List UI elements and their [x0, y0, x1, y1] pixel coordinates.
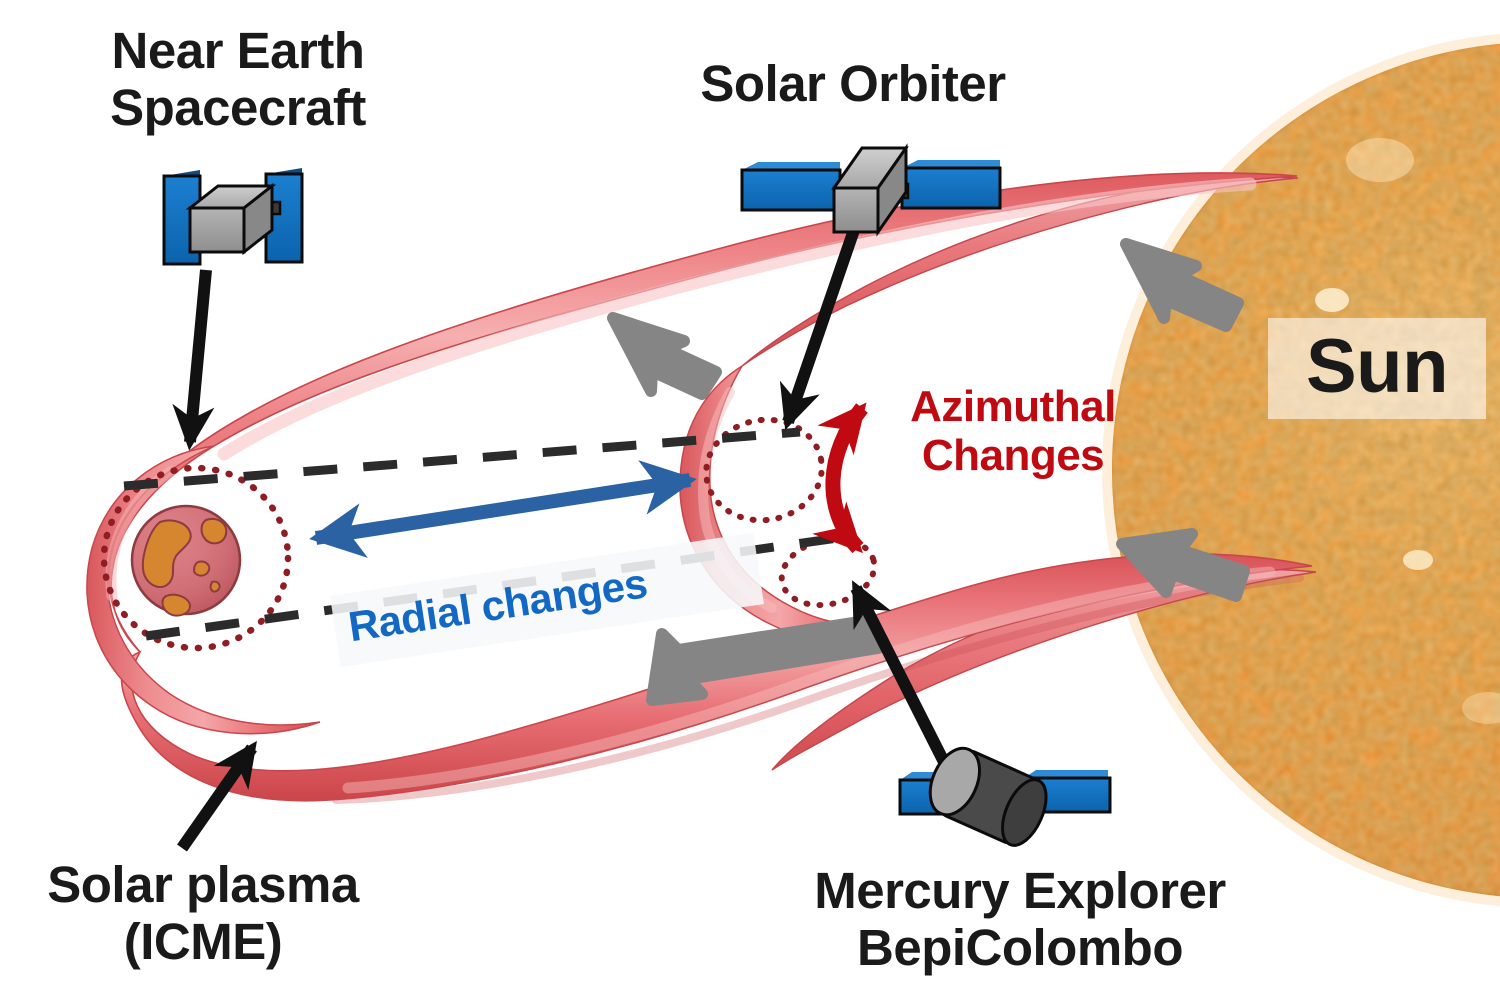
label-mercury-explorer-bepicolombo: Mercury Explorer BepiColombo	[814, 862, 1226, 977]
spacecraft-near-earth[interactable]	[162, 168, 304, 266]
near-earth-pointer	[172, 269, 215, 451]
label-azimuthal-changes: Azimuthal Changes	[910, 382, 1116, 481]
icme-shadow-lower	[332, 574, 1304, 804]
solar-wind-arrow-1	[607, 312, 722, 400]
label-near-earth-spacecraft: Near Earth Spacecraft	[110, 22, 366, 137]
solar-orbiter-panel-right	[900, 166, 1002, 210]
earth-group	[130, 504, 242, 617]
solar-orbiter-panel-left	[740, 168, 842, 212]
sun-plage-4	[1462, 692, 1500, 724]
dashed-guide-lines	[123, 427, 839, 641]
solar-orbiter-body-front	[832, 186, 880, 234]
icme-highlight-lower	[342, 566, 1276, 794]
dotted-circle-near-earth	[100, 464, 292, 652]
solar-orbiter-pointer	[779, 228, 860, 431]
solar-wind-arrows	[607, 238, 1250, 706]
label-solar-orbiter: Solar Orbiter	[700, 55, 1006, 112]
sun-group	[1102, 33, 1500, 907]
solar-wind-arrow-2	[1120, 238, 1244, 332]
icme-highlight-upper	[217, 177, 1257, 461]
solar-plasma-pointer	[177, 740, 257, 852]
label-sun: Sun	[1268, 318, 1486, 420]
bepicolombo-pointer	[850, 580, 950, 765]
near-earth-body-front	[188, 206, 246, 254]
sun-plage-3	[1346, 138, 1414, 182]
sun-plage-1	[1315, 288, 1349, 312]
spacecraft-solar-orbiter[interactable]	[740, 143, 1002, 237]
dotted-circle-bepicolombo	[778, 535, 878, 609]
azimuthal-arc	[812, 402, 868, 554]
bepi-cylinder-rear	[1001, 778, 1048, 847]
radial-arrow-line	[309, 460, 697, 558]
spacecraft-bepicolombo[interactable]	[898, 741, 1112, 852]
dashed-guide-upper	[123, 427, 801, 491]
azimuthal-changes-arrow	[812, 402, 868, 554]
solar-orbiter-panel-left-top	[742, 162, 840, 170]
bepi-cylinder-cap	[928, 746, 981, 817]
solar-wind-arrow-3	[1116, 528, 1250, 602]
sun-plage-2	[1403, 550, 1433, 570]
radial-changes-arrow	[309, 460, 697, 558]
solar-orbiter-panel-right-top	[902, 160, 1000, 168]
pointer-arrows	[172, 228, 950, 852]
label-solar-plasma-icme: Solar plasma (ICME)	[47, 856, 359, 971]
bepi-panel-right-top	[1024, 770, 1108, 778]
sun-limb-fade	[1112, 43, 1500, 897]
earth-continents	[142, 518, 228, 617]
bepi-cylinder	[928, 746, 1048, 847]
